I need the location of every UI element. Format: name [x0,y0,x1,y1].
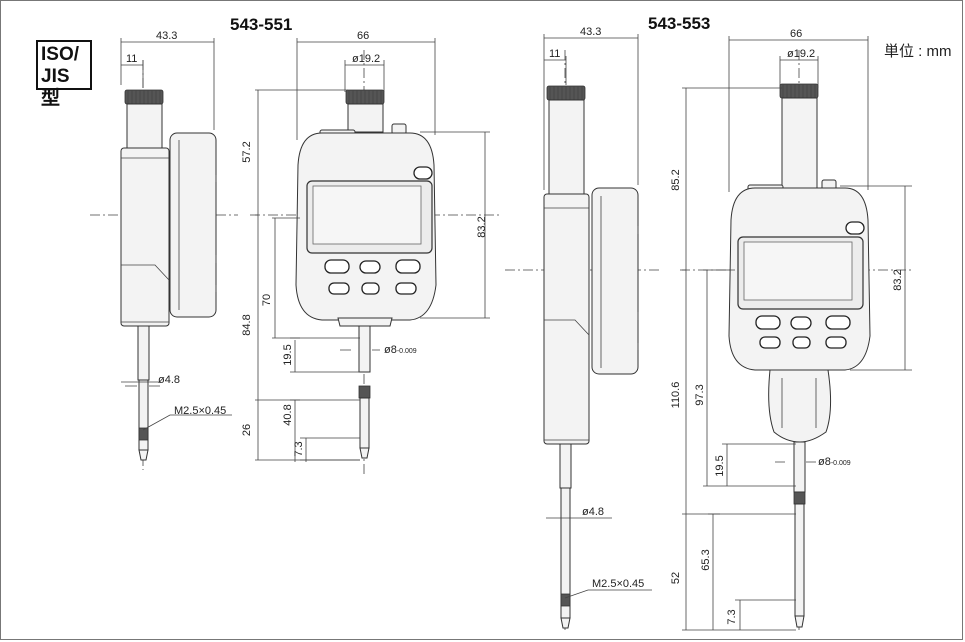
dim-face-height-551: 83.2 [476,216,488,238]
dim-stroke-553: 52 [670,571,682,585]
dim-upper-551: 57.2 [241,141,253,163]
model-number-551: 543-551 [230,15,293,34]
front-view-551 [250,38,500,475]
dim-tip-553: 7.3 [726,609,738,625]
unit-label: 単位 : mm [884,43,952,60]
dim-face-width-551: 66 [357,30,370,42]
dim-lower-553: 110.6 [670,381,682,409]
dim-total-width-553: 43.3 [580,26,602,38]
dim-spindle-553: 65.3 [700,549,712,571]
dim-spindle-dia-553: ø4.8 [582,506,605,518]
dim-total-width-551: 43.3 [156,30,178,42]
stem-dia-value-553: ø8 [818,456,831,468]
dim-face-height-553: 83.2 [892,269,904,291]
dim-to-stem-553: 97.3 [694,384,706,406]
dim-stem-dia-551: ø8-0.009 [384,344,417,358]
badge-line-2: JIS 型 [41,66,70,109]
dim-stroke-551: 26 [241,423,253,437]
iso-jis-badge: ISO/ JIS 型 [36,40,92,109]
dim-stem-dia-553: ø8-0.009 [818,456,851,470]
dim-face-width-553: 66 [790,28,803,40]
stem-tol-551: -0.009 [396,348,417,355]
dim-spindle-dia-551: ø4.8 [158,374,181,386]
front-view-553 [680,36,912,631]
dim-lower-551: 84.8 [241,314,253,336]
dim-cap-dia-553: ø19.2 [787,48,816,60]
dim-tip-551: 7.3 [293,441,305,457]
dim-stem-len-553: 19.5 [714,455,726,477]
side-view-553 [505,34,660,630]
side-view-551 [90,38,238,470]
dim-cap-dia-551: ø19.2 [352,53,381,65]
stem-dia-value-551: ø8 [384,344,397,356]
dim-thread-553: M2.5×0.45 [592,578,645,590]
badge-line-1: ISO/ [41,44,80,65]
stem-tol-553: -0.009 [830,460,851,467]
dim-offset-551: 11 [126,53,138,65]
dim-offset-553: 11 [549,48,561,60]
dim-thread-551: M2.5×0.45 [174,405,227,417]
dim-spindle-551: 40.8 [282,404,294,426]
model-number-553: 543-553 [648,14,711,33]
dim-to-stem-551: 70 [261,293,273,307]
dim-stem-len-551: 19.5 [282,344,294,366]
dim-upper-553: 85.2 [670,169,682,191]
